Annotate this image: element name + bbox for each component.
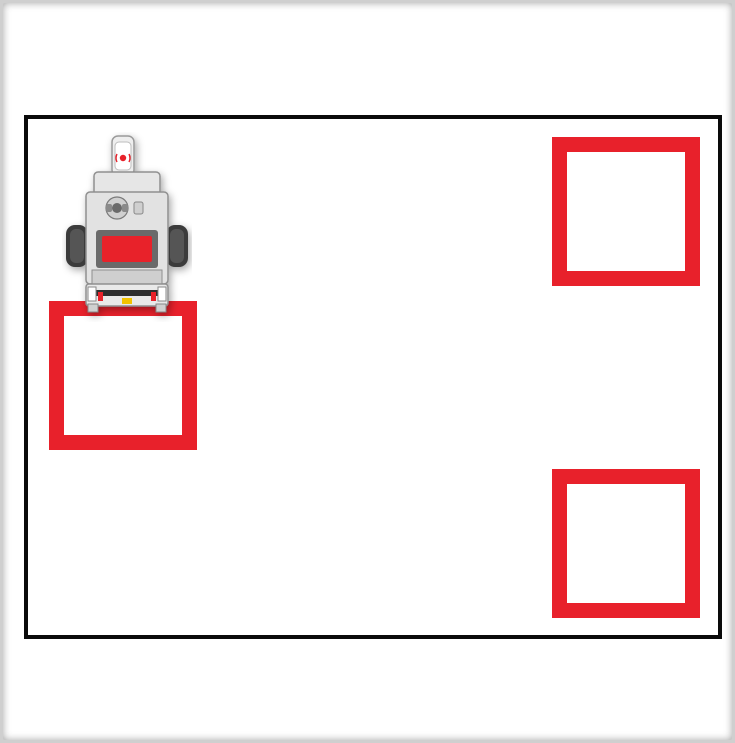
target-zone-left <box>49 301 197 450</box>
target-zone-bottom-right <box>552 469 700 618</box>
ev3-robot-icon <box>62 132 192 322</box>
target-zone-top-right <box>552 137 700 286</box>
